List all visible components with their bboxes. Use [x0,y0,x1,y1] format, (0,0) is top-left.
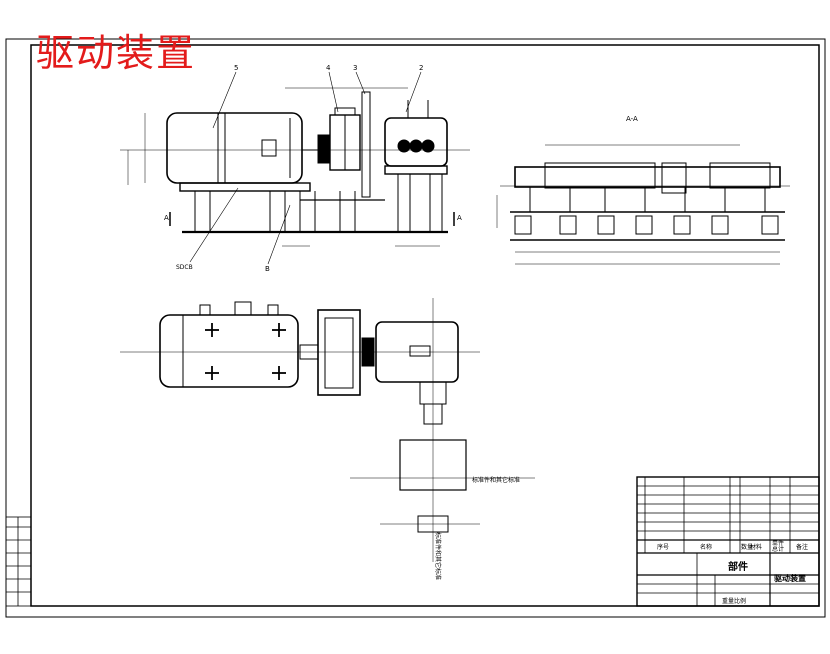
motor-body [166,112,303,184]
col-label-unit: 单件 [772,539,784,547]
callout-2: 2 [419,64,423,72]
callout-3: 3 [353,64,357,72]
coupling [317,134,331,164]
section-label: A-A [626,115,638,123]
section-mark-left: A [164,214,169,222]
col-label-material: 材料 [750,543,762,551]
inner-frame [30,44,820,607]
plan-brake [317,309,361,396]
title-block-labels: 序号 名称 数量 材料 单件 总计 备注 部件 驱动装置 重量比例 [657,539,808,605]
section-view [496,144,790,265]
outer-frame [5,38,826,618]
col-label-qty: 数量 [741,543,753,551]
col-label-index: 序号 [657,543,669,551]
binding-strip [5,516,32,607]
part-header: 部件 [728,560,748,573]
plan-gearbox [375,321,459,383]
drawing-title: 驱动装置 [36,31,197,75]
title-block [636,476,820,607]
section-mark-right: A [457,214,462,222]
callout-b: B [265,265,270,273]
plan-motor [159,314,299,388]
col-label-remark: 备注 [796,543,808,551]
plan-note-vertical: 标准件和其它标准 [434,532,442,580]
front-view [120,71,470,265]
plan-view [120,298,535,562]
drawing-name: 驱动装置 [774,573,806,583]
callout-4: 4 [326,64,331,72]
col-label-name: 名称 [700,543,712,551]
bottom-label: 重量比例 [722,597,746,605]
plan-note-horizontal: 标准件和其它标准 [472,476,520,484]
col-label-total: 总计 [772,545,784,553]
callout-labels: 5 4 3 2 SDCB B A A [164,64,462,273]
callout-sdcb: SDCB [176,264,193,271]
plan-drum [399,439,467,491]
callout-5: 5 [234,64,238,72]
